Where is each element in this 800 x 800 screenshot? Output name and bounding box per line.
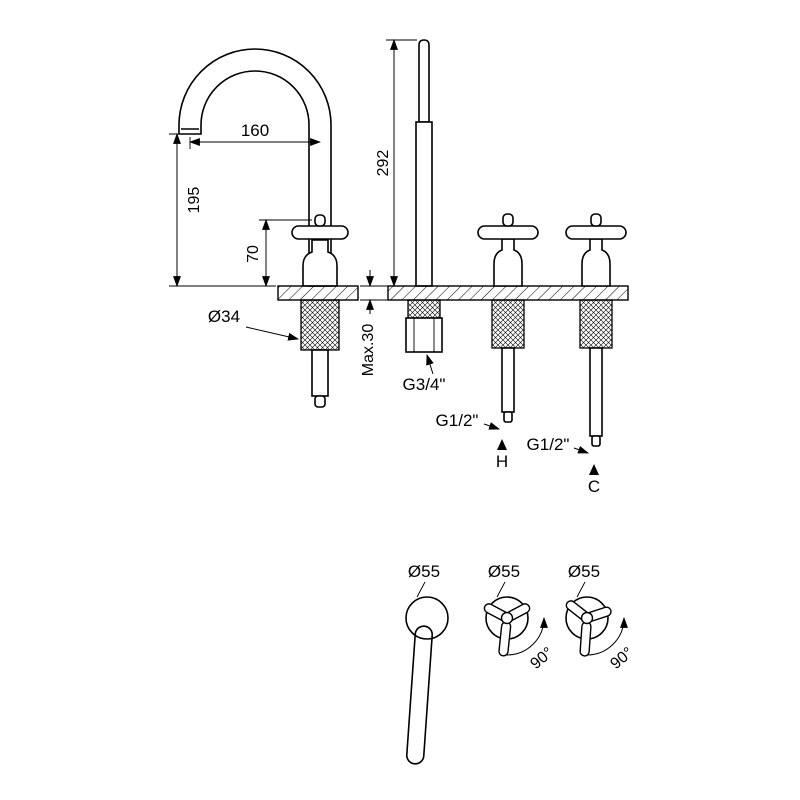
side-threaded-shank bbox=[300, 299, 340, 351]
front-deck-section bbox=[387, 285, 629, 301]
dim-spout-height-front: 292 bbox=[375, 150, 392, 177]
front-view: 292 Max.30 G3/4" bbox=[360, 38, 629, 496]
dim-spout-reach: 160 bbox=[241, 121, 269, 140]
top-spout-base-circle bbox=[405, 596, 449, 640]
hot-marker-triangle bbox=[497, 439, 507, 450]
hot-threaded-shank bbox=[491, 299, 525, 349]
front-hot-handle bbox=[477, 213, 539, 423]
side-supply-pipe bbox=[311, 349, 329, 397]
dim-spout-height-side: 195 bbox=[186, 187, 203, 214]
dim-shank-diameter: Ø34 bbox=[208, 307, 240, 326]
hot-marker-label: H bbox=[496, 452, 508, 471]
front-spout-nut bbox=[405, 317, 443, 353]
side-handle-bar bbox=[291, 225, 349, 240]
hot-handle-bell bbox=[493, 238, 523, 287]
dim-hot-handle-diameter: Ø55 bbox=[488, 562, 520, 581]
dim-cold-handle-diameter: Ø55 bbox=[568, 562, 600, 581]
leader-hot-diameter bbox=[496, 581, 506, 598]
front-spout-lower bbox=[415, 121, 433, 287]
cold-rotation-arc bbox=[586, 616, 628, 656]
cold-handle-bell bbox=[581, 238, 611, 287]
dim-spout-base-diameter: Ø55 bbox=[408, 562, 440, 581]
side-deck-section bbox=[277, 285, 359, 301]
dim-cold-rotation: 90° bbox=[607, 644, 636, 673]
dim-cold-connection: G1/2" bbox=[527, 435, 570, 454]
front-spout-upper bbox=[418, 39, 430, 123]
cold-supply-pipe bbox=[589, 347, 603, 437]
top-view: Ø55 Ø55 90° Ø55 90° bbox=[405, 562, 637, 765]
hot-supply-pipe bbox=[501, 347, 515, 413]
cold-supply-pipe-tip bbox=[591, 435, 601, 447]
side-supply-pipe-tip bbox=[314, 395, 326, 408]
front-cold-handle bbox=[565, 213, 627, 447]
dim-spout-connection: G3/4" bbox=[403, 375, 446, 394]
cold-marker-label: C bbox=[588, 477, 600, 496]
dim-hot-rotation: 90° bbox=[527, 644, 556, 673]
leader-g34 bbox=[426, 353, 434, 375]
cold-threaded-shank bbox=[579, 299, 613, 349]
leader-cold-diameter bbox=[576, 581, 586, 598]
hot-handle-nub bbox=[502, 213, 514, 227]
top-hot-hub bbox=[500, 611, 514, 625]
leader-hot-connection bbox=[483, 422, 501, 430]
side-handle-nub bbox=[314, 214, 326, 227]
top-cold-hub bbox=[580, 611, 594, 625]
side-handle-bell bbox=[302, 239, 338, 287]
leader-spout-base bbox=[416, 581, 426, 598]
top-cold-spoke-down bbox=[579, 621, 592, 657]
dim-hot-connection: G1/2" bbox=[436, 411, 479, 430]
front-spout-thread bbox=[407, 299, 441, 319]
top-hot-handle bbox=[483, 596, 531, 657]
dim-max-deck-thickness: Max.30 bbox=[360, 324, 377, 377]
cold-marker-triangle bbox=[589, 464, 599, 475]
top-spout-tube bbox=[405, 625, 434, 765]
side-view: 160 195 70 Ø34 bbox=[169, 48, 359, 408]
hot-supply-pipe-tip bbox=[503, 411, 513, 423]
cold-handle-bar bbox=[565, 225, 627, 240]
leader-cold-connection bbox=[573, 445, 590, 454]
top-cold-handle bbox=[565, 596, 612, 657]
leader-shank-diameter bbox=[245, 326, 300, 341]
cold-handle-nub bbox=[590, 213, 602, 227]
hot-handle-bar bbox=[477, 225, 539, 240]
dim-handle-height: 70 bbox=[245, 245, 262, 263]
hot-rotation-arc bbox=[506, 616, 548, 656]
